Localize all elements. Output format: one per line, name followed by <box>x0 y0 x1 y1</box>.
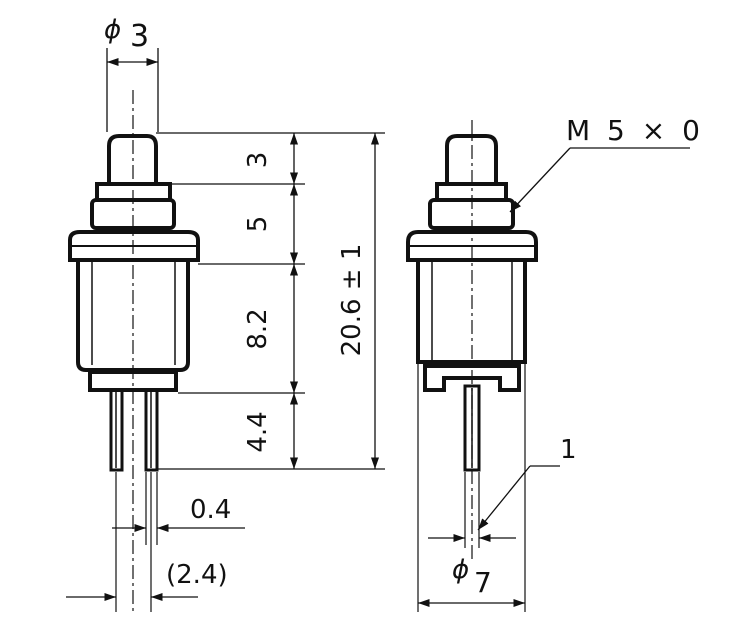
body-diameter-label: 7 <box>474 566 492 599</box>
front-nut <box>90 198 176 230</box>
side-plunger-cap <box>445 134 498 184</box>
dim-terminal-label: 4.4 <box>243 411 273 452</box>
side-body <box>416 260 527 364</box>
front-flange <box>68 230 200 262</box>
front-terminal-right <box>144 388 159 472</box>
front-extension-lines <box>156 132 385 470</box>
side-view <box>406 120 538 612</box>
terminal-width-arrows <box>428 472 516 548</box>
side-terminal <box>463 384 481 472</box>
side-base <box>423 364 521 392</box>
side-nut <box>428 198 515 230</box>
stem-diameter-dimension: ϕ 3 <box>104 15 159 132</box>
side-flange <box>406 230 538 262</box>
terminal-width-callout: 1 <box>477 435 577 531</box>
front-terminal-left <box>109 388 124 472</box>
terminal-width-label: 1 <box>560 435 577 465</box>
body-diameter-phi-symbol: ϕ <box>452 555 469 585</box>
terminal-thickness-dimension: 0.4 <box>112 472 245 545</box>
terminal-thickness-label: 0.4 <box>190 495 231 525</box>
front-base <box>88 370 178 392</box>
stacked-dimensions: 3 5 8.2 4.4 <box>243 133 299 469</box>
dim-total-label: 20.6 ± 1 <box>337 244 367 357</box>
stem-diameter-label: 3 <box>130 19 149 54</box>
body-diameter-dimension: ϕ 7 <box>418 555 525 608</box>
front-view <box>68 90 200 612</box>
terminal-pitch-label: (2.4) <box>166 560 228 590</box>
overall-height-dimension: 20.6 ± 1 <box>337 133 380 469</box>
dim-body-label: 8.2 <box>243 308 273 349</box>
thread-label: M 5 × 0 <box>566 114 704 147</box>
dim-cap-label: 3 <box>243 152 273 169</box>
thread-callout: M 5 × 0 <box>509 114 704 213</box>
front-plunger-cap <box>107 134 158 184</box>
dim-nut-label: 5 <box>243 216 273 233</box>
stem-diameter-phi-symbol: ϕ <box>104 15 121 45</box>
terminal-pitch-dimension: (2.4) <box>66 472 228 612</box>
